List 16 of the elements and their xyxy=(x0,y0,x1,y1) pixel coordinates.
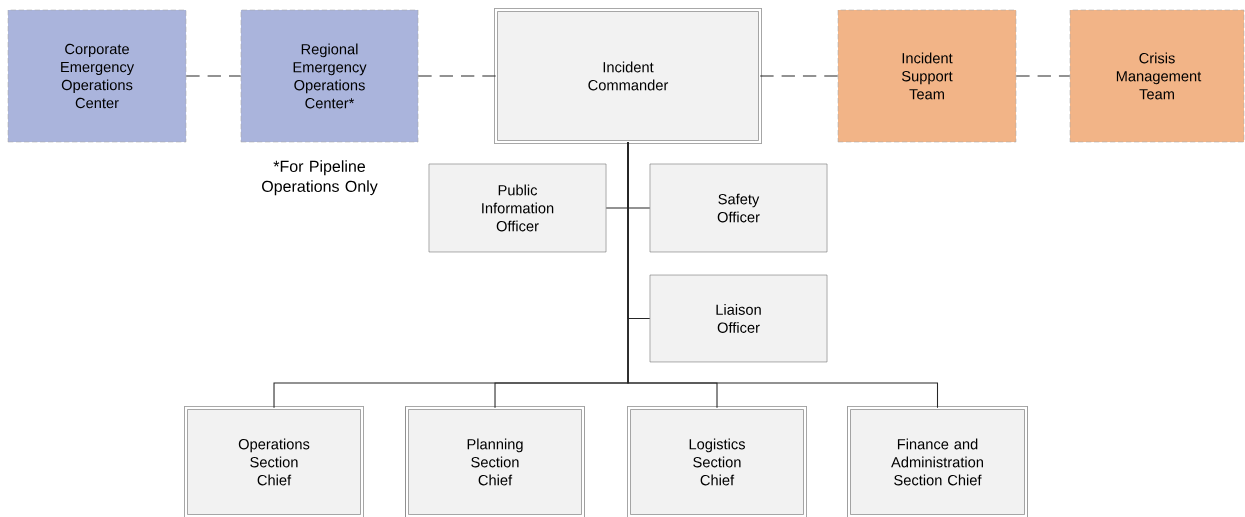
role-box: Finance and Administration Section Chief xyxy=(847,406,1028,517)
center-box: Corporate Emergency Operations Center xyxy=(7,9,187,143)
role-box: Operations Section Chief xyxy=(184,406,364,517)
officer-box: Safety Officer xyxy=(649,163,828,253)
role-box: Incident Commander xyxy=(494,8,762,144)
center-box: Regional Emergency Operations Center* xyxy=(240,9,419,143)
role-box: Logistics Section Chief xyxy=(627,406,807,517)
connector-line xyxy=(627,141,939,409)
officer-box: Liaison Officer xyxy=(649,274,828,363)
role-box: Planning Section Chief xyxy=(405,406,585,517)
officer-box: Public Information Officer xyxy=(428,163,607,253)
team-box: Crisis Management Team xyxy=(1069,9,1245,143)
connector-line xyxy=(1015,75,1071,77)
team-box: Incident Support Team xyxy=(837,9,1017,143)
footnote-text: *For Pipeline Operations Only xyxy=(262,160,378,196)
connector-line xyxy=(185,75,242,77)
